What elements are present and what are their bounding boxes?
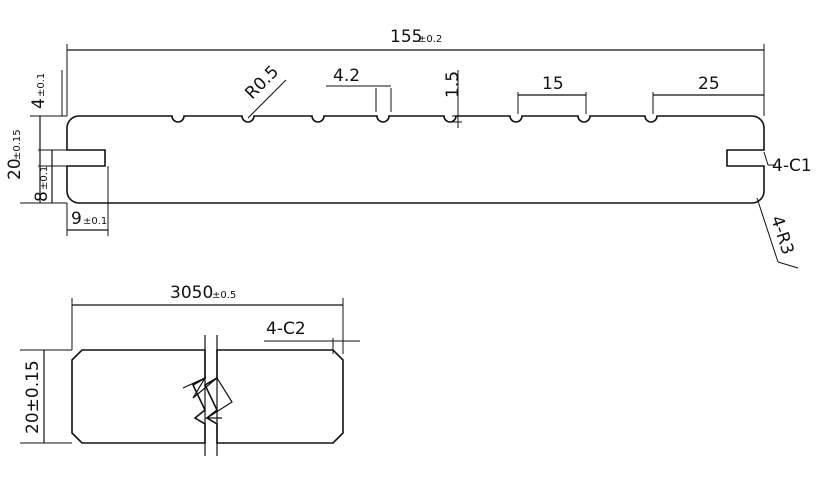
dim-spacing-15-label: 15 [542, 74, 564, 94]
dim-length: 3050 ±0.5 [71, 283, 344, 350]
dim-top-offset-tol: ±0.1 [36, 73, 47, 97]
length-view-right-outline [203, 349, 344, 444]
break-zigzag [182, 376, 233, 419]
dim-groove-radius-label: R0.5 [241, 62, 283, 104]
profile-outline [66, 115, 765, 204]
dim-slot-height-tol: ±0.1 [39, 166, 50, 190]
dim-spacing-25-label: 25 [698, 74, 720, 94]
dim-groove-spacing-25: 25 [652, 74, 765, 114]
dim-overall-width: 155 ±0.2 [66, 27, 765, 116]
dim-slot-depth: 9 ±0.1 [66, 166, 109, 236]
callout-edge-chamfer: 4-C1 [763, 151, 812, 176]
dim-groove-radius: R0.5 [241, 62, 287, 119]
dim-thickness: 20 ±0.15 [5, 129, 25, 180]
dim-top-offset: 4 ±0.1 [29, 73, 49, 109]
dim-slot-height-main: 8 [32, 191, 52, 202]
dim-length-view-thickness-label: 20±0.15 [23, 360, 43, 434]
dim-groove-width: 4.2 [326, 66, 392, 112]
callout-corner-radius-label: 4-R3 [766, 213, 797, 257]
dim-length-view-thickness: 20±0.15 [20, 349, 72, 444]
dim-left-stack [20, 70, 67, 204]
dim-slot-height: 8 ±0.1 [32, 166, 52, 202]
dim-groove-width-label: 4.2 [333, 66, 360, 86]
dim-slot-depth-tol: ±0.1 [83, 216, 107, 227]
callout-corner-radius: 4-R3 [756, 197, 799, 269]
length-view [71, 335, 344, 456]
dim-groove-depth: 1.5 [443, 70, 463, 128]
cross-section-profile [66, 115, 765, 204]
dim-length-tol: ±0.5 [212, 290, 236, 301]
dim-top-offset-main: 4 [29, 98, 49, 109]
callout-end-chamfer-label: 4-C2 [266, 319, 306, 339]
length-view-left-outline [71, 349, 206, 444]
dim-width-tol: ±0.2 [418, 34, 442, 45]
dim-width-main: 155 [390, 27, 422, 47]
callout-end-chamfer: 4-C2 [264, 319, 360, 354]
dim-length-main: 3050 [170, 283, 213, 303]
callout-edge-chamfer-label: 4-C1 [772, 156, 812, 176]
dim-thickness-tol: ±0.15 [12, 129, 23, 160]
dim-thickness-main: 20 [5, 158, 25, 180]
dim-groove-depth-label: 1.5 [443, 71, 463, 98]
dim-slot-depth-main: 9 [71, 209, 82, 229]
dim-groove-spacing-15: 15 [517, 74, 587, 114]
